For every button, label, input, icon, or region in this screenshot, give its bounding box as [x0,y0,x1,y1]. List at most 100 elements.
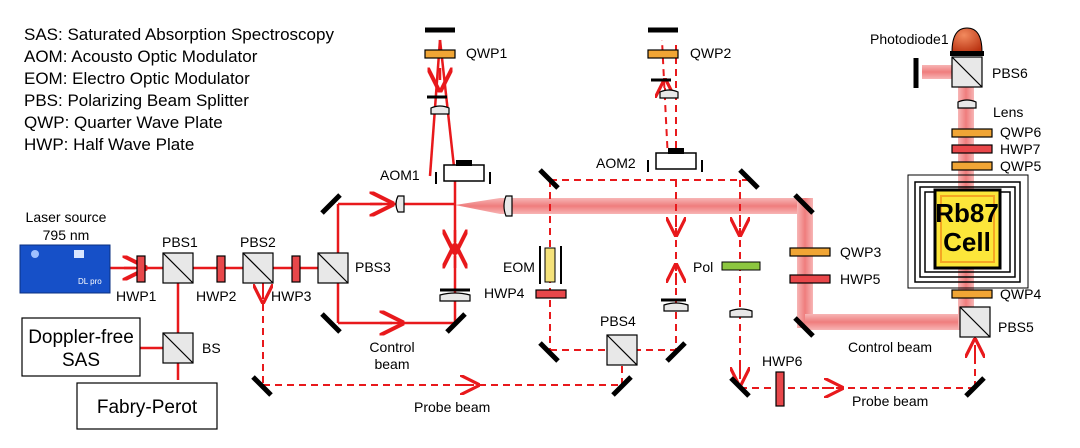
beam-arrows-solid [124,68,455,323]
pbs4 [606,334,638,366]
hwp6-label: HWP6 [762,353,803,369]
eom [539,246,562,284]
qwp5-label: QWP5 [1000,158,1041,174]
pbs1 [162,252,194,284]
doppler-free-sas-box: Doppler-free SAS [21,317,141,377]
qwp3 [789,247,831,257]
qwp4-label: QWP4 [1000,286,1041,302]
legend-line: EOM: Electro Optic Modulator [24,69,250,88]
laser-brand-label: DL pro [78,277,102,286]
mirror [964,376,986,398]
mirror [611,375,633,397]
hwp2-label: HWP2 [196,288,237,304]
bs-label: BS [202,340,221,356]
mirror [320,193,342,215]
hwp4-label: HWP4 [484,285,525,301]
aom2-label: AOM2 [596,155,636,171]
mirror [538,341,560,363]
qwp2 [647,49,679,59]
aom2 [647,148,703,172]
component-labels: PBS1 PBS2 PBS3 PBS4 PBS5 PBS6 BS HWP1 HW… [116,31,1041,369]
probe-beam-left-label: Probe beam [414,399,490,415]
legend-line: PBS: Polarizing Beam Splitter [24,91,249,110]
quarter-wave-plates [424,49,993,299]
lens [395,195,405,213]
cell-label-line1: Rb87 [935,198,999,228]
mirror [793,193,815,215]
hwp6 [775,371,785,407]
qwp3-label: QWP3 [840,244,881,260]
laser-wavelength-label: 795 nm [43,227,90,243]
sas-label: Doppler-free [28,327,134,348]
bs [162,332,194,364]
lenses [395,89,977,318]
mirror [729,376,751,398]
pbs3-label: PBS3 [355,259,391,275]
probe-beam-right-label: Probe beam [852,393,928,409]
laser-source-label: Laser source [26,209,107,225]
polarizer [721,261,761,271]
beam-splitters [162,56,991,366]
pbs6-label: PBS6 [992,65,1028,81]
eom-label: EOM [503,259,535,275]
lens [659,89,679,99]
pbs3 [317,252,349,284]
laser-source: Laser source 795 nm DL pro [19,209,111,294]
beam-arrows-dashed [263,88,975,388]
legend-line: QWP: Quarter Wave Plate [24,113,223,132]
pbs2-label: PBS2 [240,234,276,250]
hwp7 [951,144,993,154]
cell-label-line2: Cell [943,227,991,257]
hwp2 [216,255,226,283]
qwp4 [951,289,993,299]
pol-label: Pol [693,259,713,275]
qwp2-label: QWP2 [690,45,731,61]
hwp5 [789,274,831,284]
mirror [538,168,560,190]
lens [430,105,450,115]
pbs4-label: PBS4 [600,313,636,329]
mirror [738,168,760,190]
qwp6-label: QWP6 [1000,124,1041,140]
control-beam-right-label: Control beam [848,339,932,355]
mirror [320,312,342,334]
fabry-perot-box: Fabry-Perot [76,382,218,430]
mirror [793,316,815,338]
lens-label: Lens [993,104,1023,120]
hwp7-label: HWP7 [1000,141,1041,157]
rb87-cell: Rb87 Cell [907,174,1029,289]
qwp5 [951,161,993,171]
lens [663,302,689,312]
qwp1-label: QWP1 [466,45,507,61]
photodiode-label: Photodiode1 [870,31,949,47]
qwp6 [951,128,993,138]
hwp1 [136,255,146,283]
aom1 [435,160,491,184]
fabry-perot-label: Fabry-Perot [97,397,198,418]
pbs2 [242,252,274,284]
legend: SAS: Saturated Absorption Spectroscopy A… [24,25,334,154]
aom1-label: AOM1 [380,167,420,183]
lens [729,308,753,318]
lens [439,292,471,302]
control-beam-wide [455,62,974,330]
control-beam-label: beam [374,356,409,372]
mirror [665,341,687,363]
sas-label: SAS [62,350,100,371]
photodiode [950,27,984,56]
half-wave-plates [136,144,993,407]
pbs1-label: PBS1 [162,234,198,250]
legend-line: AOM: Acousto Optic Modulator [24,47,258,66]
lens [957,99,977,109]
pbs5-label: PBS5 [998,319,1034,335]
beam-labels: Control beam Control beam Probe beam Pro… [369,339,932,415]
hwp3-label: HWP3 [271,288,312,304]
pbs5 [959,306,991,338]
mirrors [251,27,986,398]
lens [503,195,513,217]
hwp3 [291,255,301,283]
legend-line: HWP: Half Wave Plate [24,135,194,154]
control-beam-label: Control [369,339,414,355]
hwp1-label: HWP1 [116,288,157,304]
